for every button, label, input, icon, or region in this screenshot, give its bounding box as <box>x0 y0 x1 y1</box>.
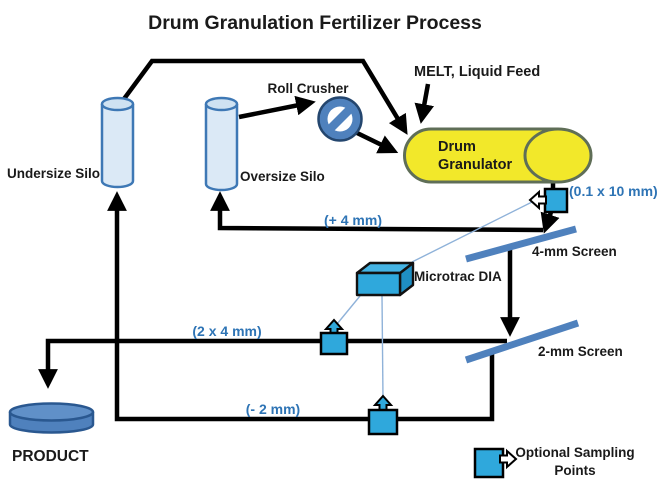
stream-label-2x4mm: (2 x 4 mm) <box>192 323 261 339</box>
flow-onsize-to-product <box>38 338 507 389</box>
drum-granulator-label-line2: Granulator <box>438 157 512 173</box>
connector-microtrac-to-sample2 <box>336 295 361 325</box>
flow-crusher-to-granulator <box>352 128 399 154</box>
drum-granulator: Drum Granulator <box>403 127 593 184</box>
flow-discharge-to-4mm-screen <box>540 211 560 234</box>
4mm-screen <box>465 225 577 263</box>
legend-label-line2: Points <box>554 463 595 478</box>
stream-label-plus4mm: (+ 4 mm) <box>324 212 382 228</box>
product-label: PRODUCT <box>12 448 89 465</box>
2mm-screen <box>464 319 580 364</box>
connector-microtrac-to-sample3 <box>381 295 384 400</box>
oversize-silo <box>204 96 239 192</box>
undersize-silo-label: Undersize Silo <box>7 166 100 181</box>
sampling-point-icon-undersize <box>367 394 399 436</box>
drum-granulator-label-line1: Drum <box>438 139 476 155</box>
legend-label-line1: Optional Sampling <box>515 445 634 460</box>
oversize-silo-label: Oversize Silo <box>240 169 325 184</box>
2mm-screen-label: 2-mm Screen <box>538 344 623 359</box>
sampling-point-icon-onsize <box>319 318 349 356</box>
product-cylinder <box>8 402 95 434</box>
diagram-title: Drum Granulation Fertilizer Process <box>148 12 482 34</box>
microtrac-dia-label: Microtrac DIA <box>414 269 502 284</box>
roll-crusher-icon <box>317 96 363 142</box>
flow-minus2mm-recycle <box>107 191 495 422</box>
legend-sampling-icon <box>473 447 518 479</box>
microtrac-dia <box>355 261 415 297</box>
flow-melt-feed-to-granulator <box>414 83 435 124</box>
stream-label-granulator-discharge: (0.1 x 10 mm) <box>569 183 658 199</box>
4mm-screen-label: 4-mm Screen <box>532 244 617 259</box>
flow-oversize-silo-to-crusher <box>238 95 316 120</box>
melt-feed-label: MELT, Liquid Feed <box>414 64 540 80</box>
flow-undersize-recycle-to-granulator <box>119 58 408 135</box>
flow-plus4mm-recycle <box>210 191 544 233</box>
undersize-silo <box>100 96 135 189</box>
stream-label-minus2mm: (- 2 mm) <box>246 401 300 417</box>
connector-sample1-to-microtrac <box>411 200 535 263</box>
sampling-point-icon-discharge <box>528 187 569 214</box>
roll-crusher-label: Roll Crusher <box>267 81 349 96</box>
